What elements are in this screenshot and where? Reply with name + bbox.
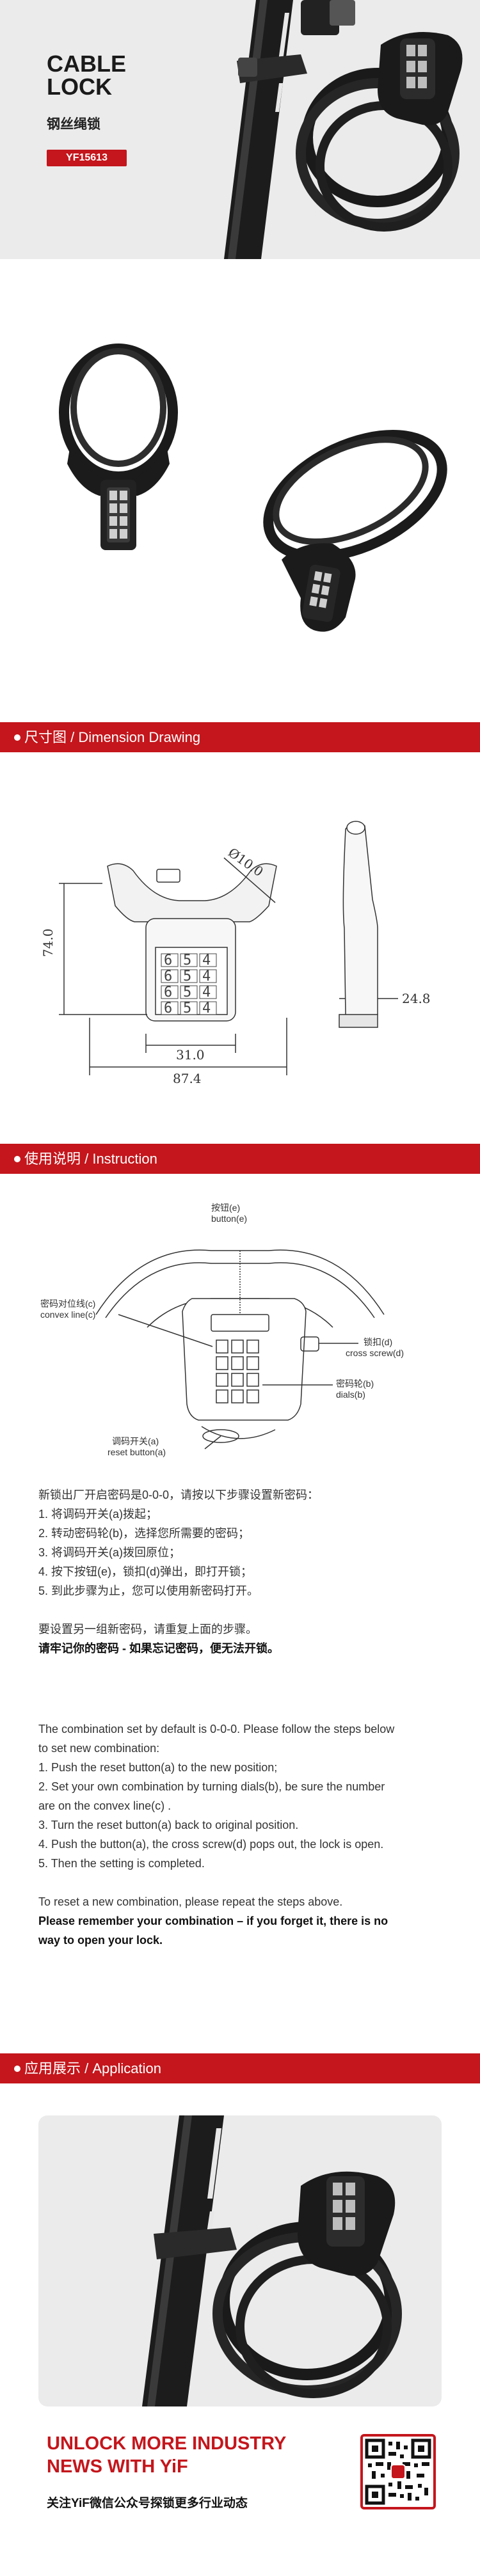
svg-text:6: 6 [164, 968, 172, 984]
instructions-en: The combination set by default is 0-0-0.… [38, 1719, 454, 1950]
bullet-dot-icon [14, 734, 20, 741]
product-subtitle: 钢丝绳锁 [47, 117, 100, 132]
svg-text:4: 4 [202, 952, 211, 968]
section-header-dimension: 尺寸图 / Dimension Drawing [0, 722, 480, 752]
label-button-cn: 按钮(e) [211, 1203, 241, 1213]
label-cross-cn: 锁扣(d) [364, 1337, 393, 1347]
instructions-cn-intro: 新锁出厂开启密码是0-0-0，请按以下步骤设置新密码： [38, 1489, 319, 1501]
instructions-en-step: 1. Push the reset button(a) to the new p… [38, 1761, 278, 1774]
instructions-en-reset: To reset a new combination, please repea… [38, 1895, 343, 1908]
section-title-dimension: 尺寸图 / Dimension Drawing [24, 729, 201, 745]
svg-text:6: 6 [164, 952, 172, 968]
lock-front-view [59, 344, 178, 550]
svg-text:6: 6 [164, 984, 172, 1000]
dim-outer-width: 87.4 [173, 1071, 202, 1086]
product-photos [59, 344, 447, 632]
svg-text:4: 4 [202, 968, 211, 984]
svg-text:5: 5 [183, 968, 191, 984]
application-photo [38, 2115, 442, 2406]
instructions-en-warning: Please remember your combination – if yo… [38, 1915, 388, 1927]
instructions-en-step: 2. Set your own combination by turning d… [38, 1780, 385, 1793]
footer-title-line2: NEWS WITH YiF [47, 2456, 188, 2477]
model-badge: YF15613 [47, 150, 127, 166]
instructions-en-warning: way to open your lock. [38, 1934, 163, 1947]
section-header-application: 应用展示 / Application [0, 2053, 480, 2083]
label-reset-en: reset button(a) [108, 1447, 166, 1457]
dial-row-2: 6 5 4 [161, 968, 217, 984]
label-convex-cn: 密码对位线(c) [40, 1299, 96, 1309]
instructions-en-step: 4. Push the button(a), the cross screw(d… [38, 1838, 384, 1851]
svg-text:4: 4 [202, 984, 211, 1000]
dial-row-1: 6 5 4 [161, 952, 217, 968]
svg-text:5: 5 [183, 952, 191, 968]
hero-banner: CABLE LOCK 钢丝绳锁 YF15613 [0, 0, 480, 259]
section-title-application: 应用展示 / Application [24, 2060, 161, 2076]
dim-inner-width: 31.0 [176, 1047, 205, 1063]
qr-code-icon [365, 2438, 431, 2505]
dial-row-3: 6 5 4 [161, 984, 217, 1000]
dim-diameter: Ø10.0 [225, 844, 266, 880]
brand-title-line2: LOCK [47, 74, 112, 100]
label-dials-cn: 密码轮(b) [336, 1379, 374, 1389]
instructions-cn-step: 3. 将调码开关(a)拨回原位； [38, 1546, 181, 1559]
instructions-cn: 新锁出厂开启密码是0-0-0，请按以下步骤设置新密码： 1. 将调码开关(a)拨… [38, 1485, 448, 1658]
instructions-cn-step: 5. 到此步骤为止，您可以使用新密码打开。 [38, 1584, 259, 1597]
instructions-cn-step: 1. 将调码开关(a)拨起； [38, 1508, 158, 1521]
instructions-cn-reset: 要设置另一组新密码，请重复上面的步骤。 [38, 1623, 257, 1636]
footer-subtitle: 关注YiF微信公众号探锁更多行业动态 [47, 2497, 248, 2510]
hero-product-image [224, 0, 463, 259]
bullet-dot-icon [14, 2066, 20, 2072]
instructions-en-step: 3. Turn the reset button(a) back to orig… [38, 1819, 299, 1831]
svg-text:5: 5 [183, 1000, 191, 1016]
brand-title-line1: CABLE [47, 51, 126, 77]
svg-text:4: 4 [202, 1000, 211, 1016]
bullet-dot-icon [14, 1156, 20, 1162]
label-cross-en: cross screw(d) [346, 1348, 404, 1358]
dim-height: 74.0 [40, 928, 56, 957]
footer-title-line1: UNLOCK MORE INDUSTRY [47, 2433, 287, 2454]
section-title-instruction: 使用说明 / Instruction [24, 1151, 157, 1167]
instructions-cn-step: 2. 转动密码轮(b)，选择您所需要的密码； [38, 1527, 250, 1540]
instructions-en-intro: to set new combination: [38, 1742, 160, 1755]
dim-depth: 24.8 [402, 991, 431, 1006]
instructions-cn-step: 4. 按下按钮(e)，锁扣(d)弹出，即打开锁； [38, 1565, 253, 1578]
lock-angled-view [263, 430, 447, 632]
dimension-drawing: 6 5 4 6 5 4 6 5 4 6 5 4 [40, 821, 431, 1086]
instructions-en-step: are on the convex line(c) . [38, 1799, 172, 1812]
instructions-cn-warning: 请牢记你的密码 - 如果忘记密码，便无法开锁。 [38, 1642, 279, 1655]
qr-code[interactable] [360, 2434, 436, 2509]
dial-row-4: 6 5 4 [161, 1000, 217, 1016]
instructions-en-intro: The combination set by default is 0-0-0.… [38, 1723, 395, 1735]
label-button-en: button(e) [211, 1213, 248, 1224]
instructions-en-step: 5. Then the setting is completed. [38, 1857, 205, 1870]
label-dials-en: dials(b) [336, 1389, 365, 1400]
label-reset-cn: 调码开关(a) [112, 1436, 159, 1446]
instruction-diagram [95, 1249, 385, 1450]
label-convex-en: convex line(c) [40, 1309, 96, 1320]
svg-text:5: 5 [183, 984, 191, 1000]
svg-text:6: 6 [164, 1000, 172, 1016]
section-header-instruction: 使用说明 / Instruction [0, 1144, 480, 1174]
